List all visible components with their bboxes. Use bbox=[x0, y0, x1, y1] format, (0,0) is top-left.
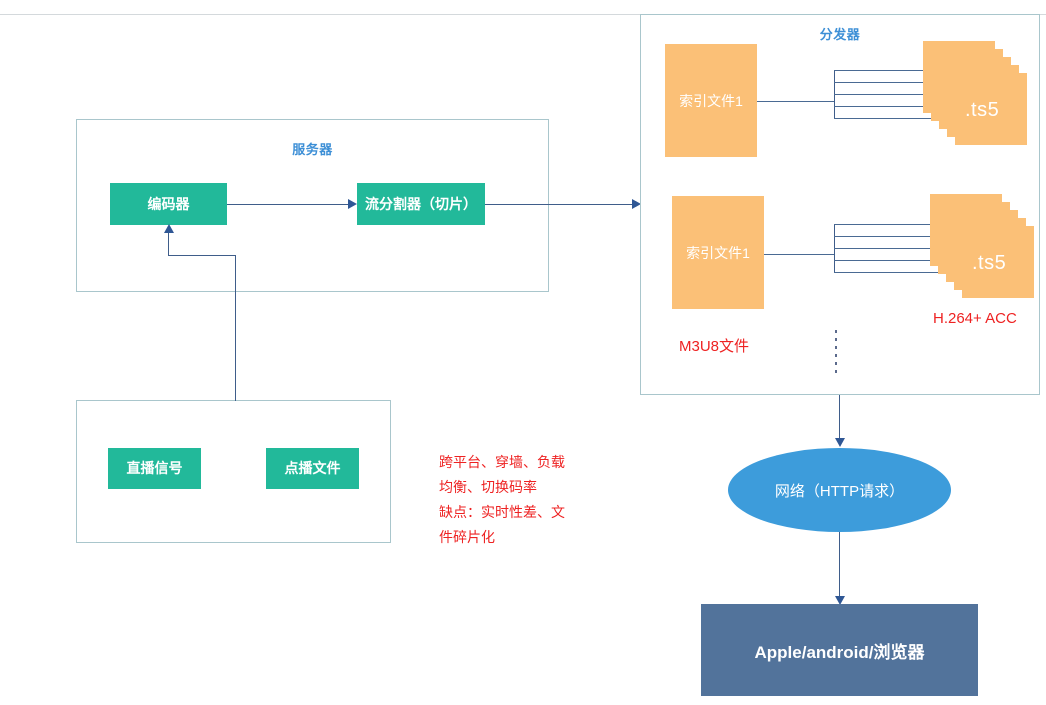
distributor-to-network-line bbox=[839, 395, 840, 443]
index2-branch-3 bbox=[834, 248, 954, 249]
index-file-box-1[interactable]: 索引文件1 bbox=[665, 44, 757, 157]
network-ellipse[interactable]: 网络（HTTP请求） bbox=[728, 448, 951, 532]
index2-branch-4 bbox=[834, 260, 964, 261]
index1-branch-2 bbox=[834, 82, 944, 83]
sources-panel bbox=[76, 400, 391, 543]
vertical-ellipsis-dots bbox=[835, 330, 837, 377]
index2-branch-1 bbox=[834, 224, 934, 225]
disadvantages-note: 缺点：实时性差、文 件碎片化 bbox=[439, 504, 565, 545]
index1-trunk-lead bbox=[757, 101, 834, 102]
ts-card-front-2[interactable] bbox=[962, 226, 1034, 298]
ts-card-stack-1: .ts5 bbox=[923, 41, 1033, 153]
codec-label: H.264+ ACC bbox=[933, 310, 1017, 327]
index1-branch-5 bbox=[834, 118, 974, 119]
index2-branch-2 bbox=[834, 236, 944, 237]
network-to-clients-arrowhead bbox=[835, 596, 845, 605]
segmenter-to-distributor-line bbox=[485, 204, 634, 205]
server-panel-title: 服务器 bbox=[292, 142, 333, 157]
distributor-to-network-arrowhead bbox=[835, 438, 845, 447]
feedback-line-horizontal bbox=[168, 255, 236, 256]
index2-trunk-lead bbox=[764, 254, 834, 255]
encoder-to-segmenter-line bbox=[227, 204, 348, 205]
ts-card-label-1: .ts5 bbox=[965, 99, 1000, 121]
network-to-clients-line bbox=[839, 532, 840, 600]
ts-card-label-2: .ts5 bbox=[972, 252, 1007, 274]
distributor-panel-title: 分发器 bbox=[819, 27, 861, 42]
distributor-panel bbox=[640, 14, 1040, 395]
feedback-line-vertical-right bbox=[235, 255, 236, 401]
feedback-arrowhead bbox=[164, 224, 174, 233]
index2-branch-5 bbox=[834, 272, 974, 273]
index1-branch-3 bbox=[834, 94, 954, 95]
index1-branch-1 bbox=[834, 70, 934, 71]
index1-branch-4 bbox=[834, 106, 964, 107]
vod-file-box[interactable]: 点播文件 bbox=[266, 448, 359, 489]
top-divider-rule bbox=[0, 14, 1046, 15]
server-panel bbox=[76, 119, 549, 292]
clients-box[interactable]: Apple/android/浏览器 bbox=[701, 604, 978, 696]
stream-segmenter-box[interactable]: 流分割器（切片） bbox=[357, 183, 485, 225]
index-file-box-2[interactable]: 索引文件1 bbox=[672, 196, 764, 309]
encoder-to-segmenter-arrowhead bbox=[348, 199, 357, 209]
live-signal-box[interactable]: 直播信号 bbox=[108, 448, 201, 489]
playlist-label: M3U8文件 bbox=[679, 338, 750, 355]
advantages-note: 跨平台、穿墙、负载 均衡、切换码率 bbox=[439, 454, 565, 495]
ts-card-stack-2: .ts5 bbox=[930, 194, 1040, 306]
ts-card-front-1[interactable] bbox=[955, 73, 1027, 145]
feedback-line-vertical-left bbox=[168, 232, 169, 256]
segmenter-to-distributor-arrowhead bbox=[632, 199, 641, 209]
encoder-box[interactable]: 编码器 bbox=[110, 183, 227, 225]
